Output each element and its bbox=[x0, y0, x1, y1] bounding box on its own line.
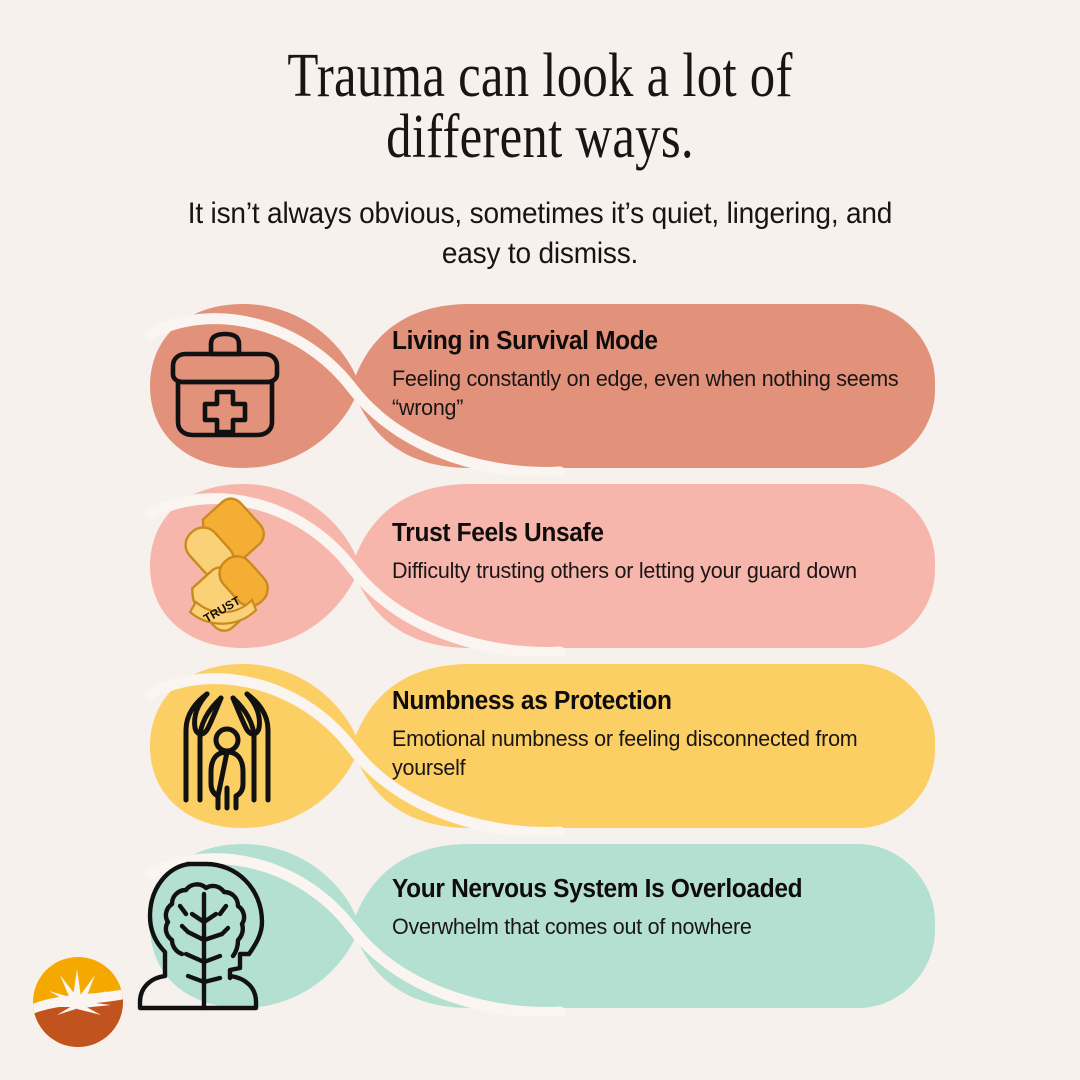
card-separator-curve bbox=[144, 853, 566, 1016]
card-living-in-survival-mode[interactable]: Living in Survival Mode Feeling constant… bbox=[0, 296, 1080, 476]
card-shape bbox=[144, 664, 935, 836]
logo-sun-rays bbox=[47, 969, 111, 1015]
chain-link-trust-icon bbox=[184, 497, 269, 632]
page-title-line-1: Trauma can look a lot of bbox=[287, 42, 793, 110]
card-separator-curve bbox=[144, 493, 566, 656]
card-title: Numbness as Protection bbox=[392, 687, 672, 715]
card-shape: TRUST bbox=[144, 484, 935, 656]
card-description: Feeling constantly on edge, even when no… bbox=[392, 365, 899, 421]
header: Trauma can look a lot of different ways.… bbox=[0, 0, 1080, 275]
card-description: Emotional numbness or feeling disconnect… bbox=[392, 725, 858, 781]
card-shape bbox=[144, 304, 935, 476]
card-shape bbox=[137, 844, 935, 1016]
card-body bbox=[352, 484, 935, 648]
first-aid-kit-icon bbox=[170, 331, 280, 438]
card-description: Difficulty trusting others or letting yo… bbox=[392, 557, 857, 583]
card-body bbox=[352, 844, 935, 1008]
card-trust-feels-unsafe[interactable]: TRUST Trust Feels Unsafe Difficulty trus… bbox=[0, 476, 1080, 656]
card-text: Numbness as Protection Emotional numbnes… bbox=[392, 686, 912, 783]
sunrise-logo[interactable] bbox=[27, 951, 129, 1053]
protective-hands-icon bbox=[183, 691, 271, 811]
card-text: Living in Survival Mode Feeling constant… bbox=[392, 326, 912, 423]
page-title-line-2: different ways. bbox=[386, 102, 694, 171]
card-nervous-system-overloaded[interactable]: Your Nervous System Is Overloaded Overwh… bbox=[0, 836, 1080, 1016]
card-list: Living in Survival Mode Feeling constant… bbox=[0, 296, 1080, 1016]
card-text: Your Nervous System Is Overloaded Overwh… bbox=[392, 874, 912, 941]
page-subtitle-line-1: It isn’t always obvious, sometimes it’s … bbox=[187, 196, 893, 230]
card-body bbox=[352, 304, 935, 468]
page-subtitle-line-2: easy to dismiss. bbox=[441, 237, 639, 271]
head-brain-nervous-system-icon bbox=[137, 861, 265, 1011]
card-separator-curve bbox=[144, 673, 566, 836]
page-subtitle: It isn’t always obvious, sometimes it’s … bbox=[27, 194, 1053, 275]
card-text: Trust Feels Unsafe Difficulty trusting o… bbox=[392, 518, 912, 585]
card-title: Trust Feels Unsafe bbox=[392, 519, 604, 547]
card-body bbox=[352, 664, 935, 828]
card-numbness-as-protection[interactable]: Numbness as Protection Emotional numbnes… bbox=[0, 656, 1080, 836]
card-description: Overwhelm that comes out of nowhere bbox=[392, 913, 752, 939]
card-title: Living in Survival Mode bbox=[392, 327, 658, 355]
card-separator-curve bbox=[144, 313, 566, 476]
page-title: Trauma can look a lot of different ways. bbox=[97, 45, 983, 171]
card-title: Your Nervous System Is Overloaded bbox=[392, 875, 803, 903]
